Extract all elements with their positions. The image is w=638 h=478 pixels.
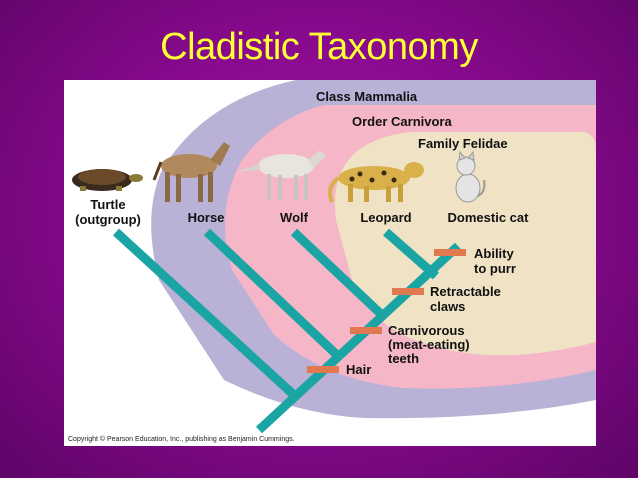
cladogram-diagram: Class Mammalia Order Carnivora Family Fe… — [68, 80, 596, 443]
taxon-wolf-label: Wolf — [280, 210, 309, 225]
branch-turtle — [112, 228, 299, 400]
character-purr-label: Ability — [474, 246, 514, 261]
cladogram-branches — [112, 228, 462, 434]
mark-hair — [307, 366, 339, 373]
class-label: Class Mammalia — [316, 89, 418, 104]
cladogram-panel: Class Mammalia Order Carnivora Family Fe… — [64, 80, 596, 446]
taxon-horse-label: Horse — [188, 210, 225, 225]
domestic-cat-illustration — [455, 150, 486, 203]
character-marks — [307, 249, 466, 373]
taxon-leopard-label: Leopard — [360, 210, 411, 225]
taxon-turtle-label: Turtle — [90, 197, 125, 212]
wolf-illustration — [236, 150, 326, 200]
horse-illustration — [152, 142, 230, 202]
mark-carnivorous-teeth — [350, 327, 382, 334]
order-label: Order Carnivora — [352, 114, 452, 129]
character-claws-label: Retractable — [430, 284, 501, 299]
character-purr-sublabel: to purr — [474, 261, 516, 276]
turtle-illustration — [72, 169, 143, 191]
branch-main-trunk — [255, 242, 462, 434]
taxon-turtle-sublabel: (outgroup) — [75, 212, 141, 227]
branch-horse — [203, 228, 342, 360]
branch-wolf — [290, 228, 386, 319]
character-teeth-sublabel-2: teeth — [388, 351, 419, 366]
leopard-illustration — [328, 162, 424, 203]
character-teeth-sublabel: (meat-eating) — [388, 337, 470, 352]
branch-leopard — [383, 228, 439, 280]
slide-title: Cladistic Taxonomy — [160, 26, 478, 68]
taxon-domestic-cat-label: Domestic cat — [448, 210, 530, 225]
character-teeth-label: Carnivorous — [388, 323, 465, 338]
character-hair-label: Hair — [346, 362, 371, 377]
copyright-text: Copyright © Pearson Education, Inc., pub… — [68, 435, 295, 443]
family-label: Family Felidae — [418, 136, 508, 151]
character-claws-sublabel: claws — [430, 299, 465, 314]
mark-ability-to-purr — [434, 249, 466, 256]
mark-retractable-claws — [392, 288, 424, 295]
